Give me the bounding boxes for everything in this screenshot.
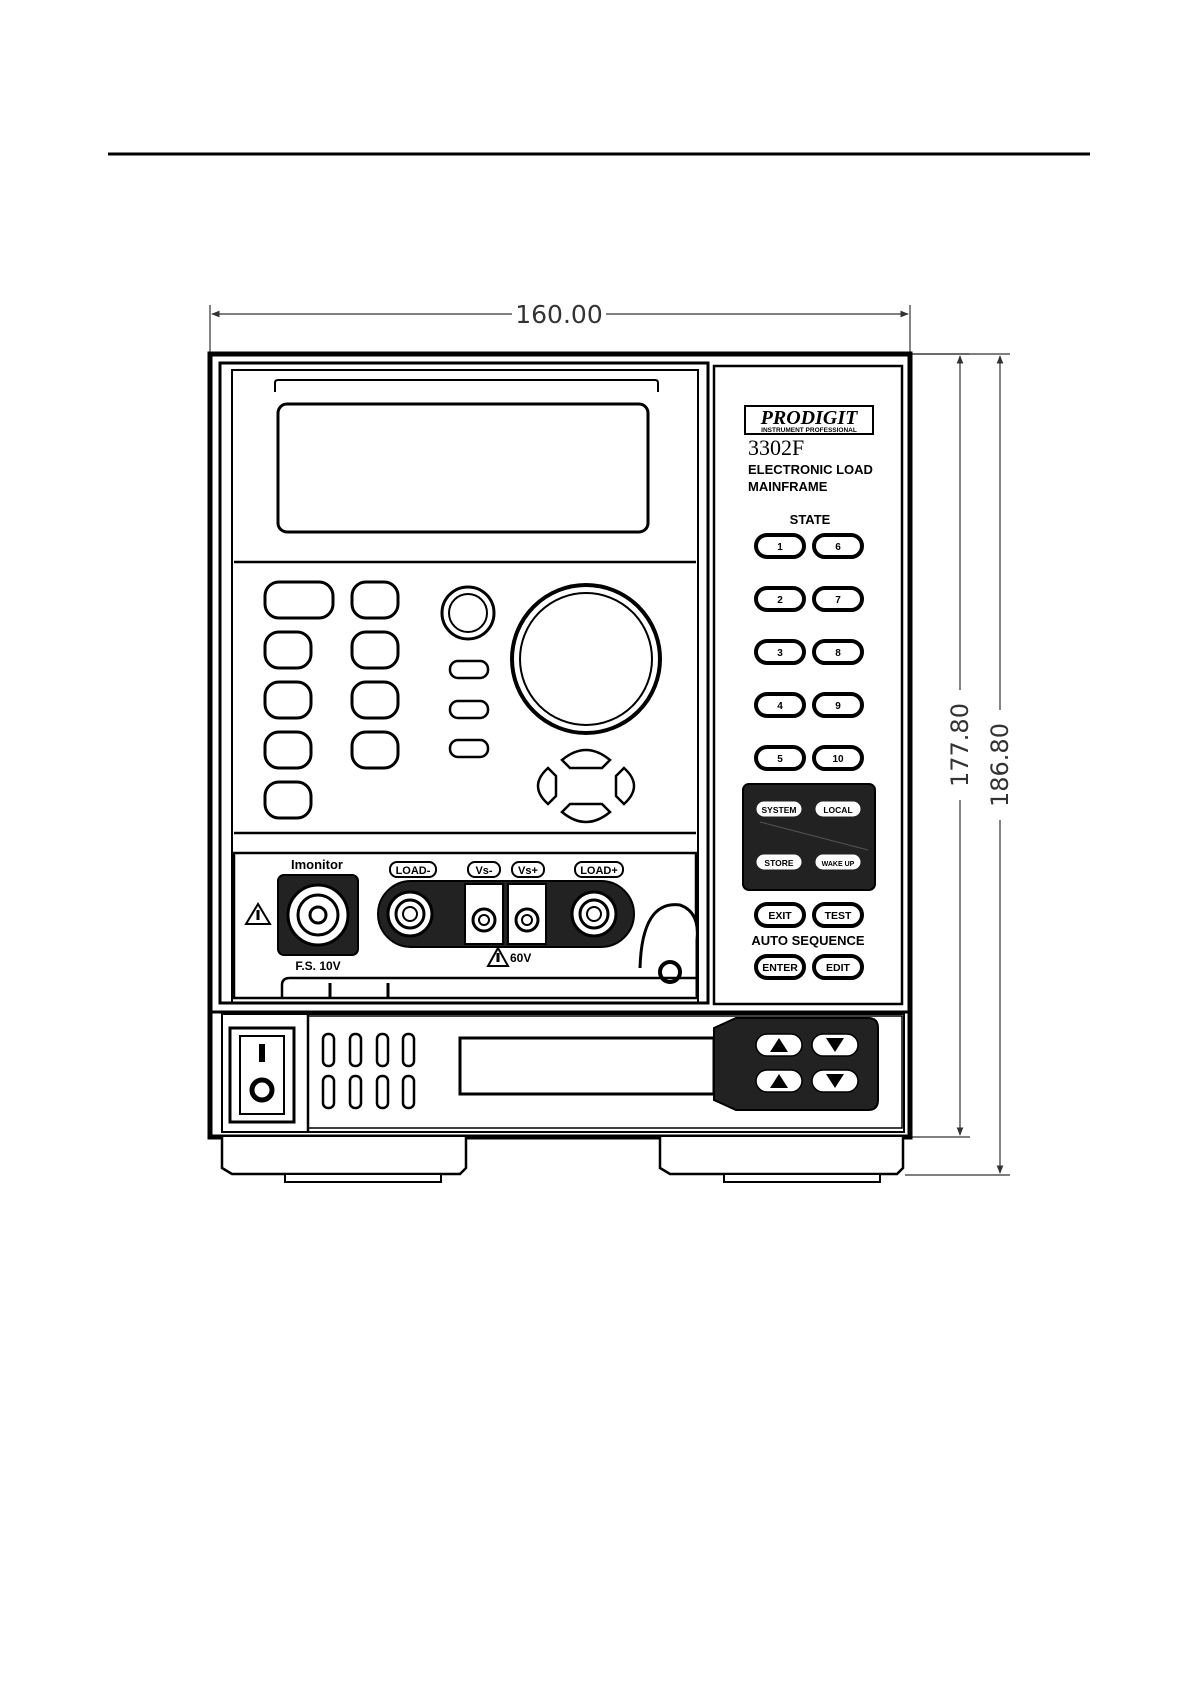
- lcd-display: [278, 404, 648, 532]
- module-key[interactable]: [265, 582, 333, 618]
- height-body-dimension-label: 177.80: [946, 703, 974, 787]
- svg-text:4: 4: [777, 701, 783, 712]
- svg-text:SYSTEM: SYSTEM: [762, 805, 797, 815]
- height-dimension-body: 177.80: [912, 354, 974, 1137]
- state-button-9[interactable]: 9: [814, 694, 862, 716]
- down-arrow-button[interactable]: [812, 1070, 858, 1092]
- bottom-display-window: [460, 1038, 714, 1094]
- svg-text:10: 10: [832, 754, 844, 765]
- svg-text:9: 9: [835, 701, 841, 712]
- edit-button[interactable]: EDIT: [814, 956, 862, 978]
- svg-text:EDIT: EDIT: [826, 962, 851, 974]
- module-key[interactable]: [265, 732, 311, 768]
- svg-text:6: 6: [835, 542, 841, 553]
- module-key[interactable]: [265, 682, 311, 718]
- state-button-1[interactable]: 1: [756, 535, 804, 557]
- model-line-2: MAINFRAME: [748, 479, 828, 494]
- svg-text:PRODIGIT: PRODIGIT: [760, 407, 858, 429]
- state-button-6[interactable]: 6: [814, 535, 862, 557]
- svg-text:LOCAL: LOCAL: [823, 805, 852, 815]
- mainframe-feet: [222, 1137, 903, 1182]
- width-dimension-label: 160.00: [515, 300, 602, 329]
- exit-button[interactable]: EXIT: [756, 904, 804, 926]
- svg-text:STORE: STORE: [764, 858, 793, 868]
- max-voltage-label: 60V: [510, 951, 531, 965]
- down-arrow-button[interactable]: [812, 1034, 858, 1056]
- state-button-10[interactable]: 10: [814, 747, 862, 769]
- svg-text:TEST: TEST: [825, 910, 852, 922]
- up-arrow-button[interactable]: [756, 1070, 802, 1092]
- store-button[interactable]: STORE: [757, 855, 801, 869]
- up-arrow-button[interactable]: [756, 1034, 802, 1056]
- module-key[interactable]: [265, 632, 311, 668]
- vs-minus-label: Vs-: [475, 865, 492, 877]
- state-button-4[interactable]: 4: [756, 694, 804, 716]
- svg-text:5: 5: [777, 754, 783, 765]
- svg-text:1: 1: [777, 542, 783, 553]
- height-total-dimension-label: 186.80: [986, 723, 1014, 807]
- wake-up-button[interactable]: WAKE UP: [816, 855, 860, 869]
- enter-button[interactable]: ENTER: [756, 956, 804, 978]
- bottom-arrow-key-block: [714, 1018, 878, 1110]
- svg-text:2: 2: [777, 595, 783, 606]
- svg-text:3: 3: [777, 648, 783, 659]
- small-key[interactable]: [450, 701, 488, 718]
- test-button[interactable]: TEST: [814, 904, 862, 926]
- auto-sequence-label: AUTO SEQUENCE: [751, 933, 864, 948]
- module-key[interactable]: [352, 582, 398, 618]
- state-title: STATE: [790, 512, 831, 527]
- model-number: 3302F: [748, 435, 804, 460]
- small-key[interactable]: [450, 740, 488, 757]
- state-button-7[interactable]: 7: [814, 588, 862, 610]
- small-key[interactable]: [450, 661, 488, 678]
- state-button-5[interactable]: 5: [756, 747, 804, 769]
- module-key[interactable]: [265, 782, 311, 818]
- svg-text:7: 7: [835, 595, 841, 606]
- module-key[interactable]: [352, 632, 398, 668]
- module-key[interactable]: [352, 682, 398, 718]
- imonitor-label: Imonitor: [291, 857, 343, 872]
- mainframe-control-panel: PRODIGIT INSTRUMENT PROFESSIONAL 3302F E…: [714, 366, 902, 1004]
- svg-text:ENTER: ENTER: [762, 962, 798, 974]
- width-dimension: 160.00: [210, 300, 910, 352]
- state-button-8[interactable]: 8: [814, 641, 862, 663]
- state-button-2[interactable]: 2: [756, 588, 804, 610]
- svg-text:INSTRUMENT PROFESSIONAL: INSTRUMENT PROFESSIONAL: [761, 427, 857, 434]
- svg-text:WAKE UP: WAKE UP: [822, 861, 855, 868]
- state-button-3[interactable]: 3: [756, 641, 804, 663]
- model-line-1: ELECTRONIC LOAD: [748, 462, 873, 477]
- load-minus-label: LOAD-: [396, 865, 431, 877]
- svg-text:EXIT: EXIT: [768, 910, 792, 922]
- svg-text:8: 8: [835, 648, 841, 659]
- full-scale-label: F.S. 10V: [295, 959, 340, 973]
- local-button[interactable]: LOCAL: [816, 802, 860, 816]
- function-key-block: SYSTEM LOCAL STORE WAKE UP: [743, 784, 875, 890]
- load-plus-label: LOAD+: [580, 865, 618, 877]
- module-key[interactable]: [352, 732, 398, 768]
- vs-plus-label: Vs+: [518, 865, 538, 877]
- system-button[interactable]: SYSTEM: [757, 802, 801, 816]
